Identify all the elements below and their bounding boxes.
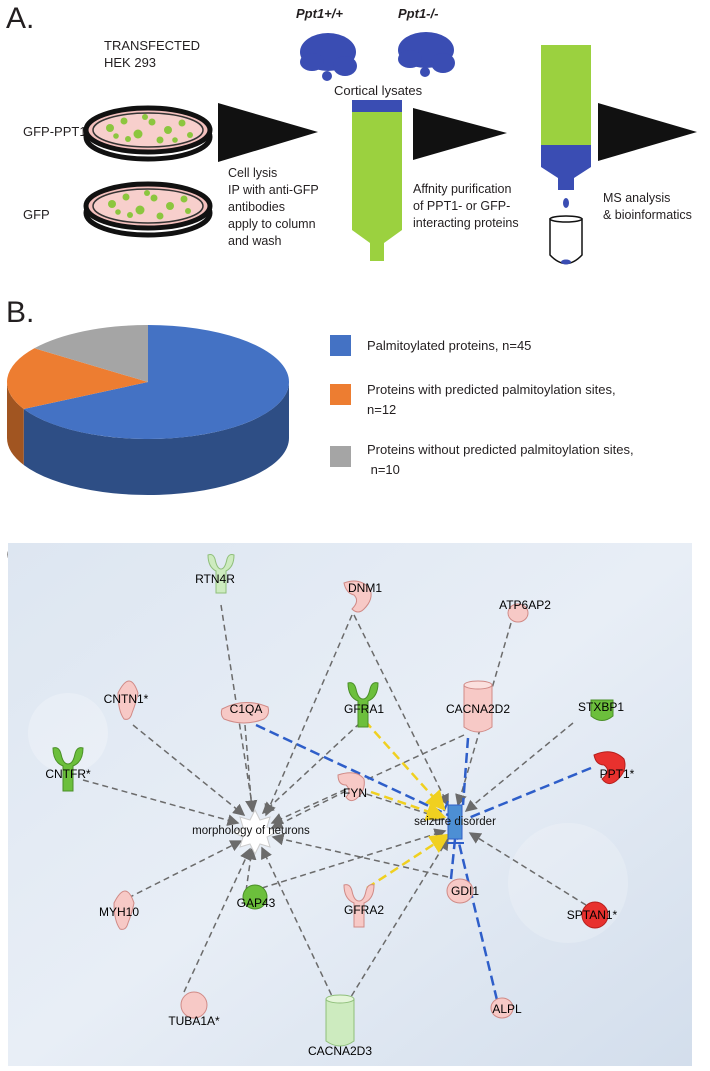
pie-depth: [7, 382, 289, 495]
petri-dish-gfp: [83, 181, 213, 238]
step2-text: Affnity purification of PPT1- or GFP- in…: [413, 181, 519, 232]
node-sptan1: SPTAN1*: [567, 901, 618, 929]
step2-line: interacting proteins: [413, 216, 519, 230]
step1-line: apply to column: [228, 217, 316, 231]
node-cacna2d2: CACNA2D2: [446, 680, 510, 733]
pie-depth-0: [23, 382, 289, 495]
legend-text: Palmitoylated proteins, n=45: [367, 338, 532, 353]
step3-text: MS analysis & bioinformatics: [603, 190, 692, 224]
node-label: CACNA2D3: [308, 1044, 372, 1058]
legend-text: n=10: [367, 462, 400, 477]
step1-line: IP with anti-GFP: [228, 183, 319, 197]
node-label: GDI1: [451, 884, 479, 898]
dish1-label: GFP-PPT1: [23, 124, 87, 139]
hub-morphology-of-neurons: morphology of neurons: [192, 808, 310, 856]
affinity-column-2: [541, 45, 591, 208]
node-label: TUBA1A*: [168, 1014, 220, 1028]
pie-slice-1: [7, 348, 149, 409]
node-alpl: ALPL: [490, 997, 522, 1019]
node-label: FYN: [343, 786, 367, 800]
node-label: CNTN1*: [104, 692, 149, 706]
node-label: C1QA: [230, 702, 263, 716]
arrow-3: [598, 103, 697, 161]
panel-b-label: B.: [6, 296, 35, 329]
node-cacna2d3: CACNA2D3: [308, 994, 372, 1058]
step1-line: antibodies: [228, 200, 285, 214]
brain-wt-icon: [300, 33, 357, 81]
step2-line: of PPT1- or GFP-: [413, 199, 511, 213]
node-cntn1: CNTN1*: [104, 680, 149, 720]
network-panel: morphology of neurons seizure disorder R…: [8, 543, 692, 1066]
pie-slice-2: [34, 325, 148, 382]
node-gap43: GAP43: [237, 884, 276, 910]
node-tuba1a: TUBA1A*: [168, 991, 220, 1028]
pie-depth-1: [7, 382, 24, 465]
node-ppt1: PPT1*: [593, 751, 635, 785]
edges-neurons: [82, 604, 465, 1014]
panel-a-graphics: [83, 32, 697, 265]
node-label: CNTFR*: [45, 767, 91, 781]
node-label: GFRA1: [344, 702, 384, 716]
node-atp6ap2: ATP6AP2: [499, 598, 551, 623]
genotype-wt-label: Ppt1+/+: [296, 6, 343, 21]
pie-slice-0: [23, 325, 289, 439]
transfected-label: TRANSFECTED HEK 293: [104, 37, 200, 71]
collection-tube-icon: [549, 215, 583, 265]
node-label: SPTAN1*: [567, 908, 618, 922]
legend-text: Proteins without predicted palmitoylatio…: [367, 442, 634, 457]
node-label: MYH10: [99, 905, 139, 919]
network-graph: morphology of neurons seizure disorder R…: [8, 543, 692, 1066]
node-cntfr: CNTFR*: [45, 747, 91, 792]
brain-ko-icon: [398, 32, 455, 77]
node-gfra2: GFRA2: [343, 884, 384, 928]
legend-swatch: [330, 446, 351, 467]
legend-text: n=12: [367, 402, 397, 417]
hub-seizure-disorder: seizure disorder: [414, 804, 496, 840]
step1-text: Cell lysis IP with anti-GFP antibodies a…: [228, 165, 319, 250]
node-label: GFRA2: [344, 903, 384, 917]
step3-line: MS analysis: [603, 191, 671, 205]
node-label: DNM1: [348, 581, 382, 595]
step2-line: Affnity purification: [413, 182, 512, 196]
step1-line: Cell lysis: [228, 166, 278, 180]
node-label: RTN4R: [195, 572, 235, 586]
node-gfra1: GFRA1: [344, 682, 384, 728]
legend-text: Proteins with predicted palmitoylation s…: [367, 382, 616, 397]
hub-seizure-label: seizure disorder: [414, 816, 496, 828]
node-gdi1: GDI1: [446, 878, 479, 904]
node-fyn: FYN: [337, 772, 367, 802]
pie-chart: [7, 325, 289, 495]
node-label: ALPL: [492, 1002, 522, 1016]
step3-line: & bioinformatics: [603, 208, 692, 222]
node-dnm1: DNM1: [343, 580, 382, 613]
arrow-1: [218, 103, 318, 162]
lysates-label: Cortical lysates: [334, 83, 423, 98]
affinity-column-1: [352, 100, 402, 261]
legend-swatch: [330, 335, 351, 356]
edges-blue: [255, 723, 592, 1001]
node-label: GAP43: [237, 896, 276, 910]
node-label: ATP6AP2: [499, 598, 551, 612]
genotype-ko-label: Ppt1-/-: [398, 6, 439, 21]
dish2-label: GFP: [23, 207, 50, 222]
node-stxbp1: STXBP1: [578, 699, 624, 721]
node-rtn4r: RTN4R: [195, 554, 235, 594]
node-label: PPT1*: [600, 767, 635, 781]
hub-neurons-label: morphology of neurons: [192, 825, 310, 837]
node-label: STXBP1: [578, 700, 624, 714]
edges-yellow: [364, 720, 451, 890]
legend-swatch: [330, 384, 351, 405]
node-c1qa: C1QA: [220, 702, 269, 724]
petri-dish-gfp-ppt1: [83, 105, 213, 162]
network-background: [8, 543, 692, 1066]
panel-a-label: A.: [6, 2, 35, 35]
node-label: CACNA2D2: [446, 702, 510, 716]
node-myh10: MYH10: [99, 890, 139, 930]
pie-slices: [7, 325, 289, 439]
transfected-line-2: HEK 293: [104, 55, 157, 70]
transfected-line-1: TRANSFECTED: [104, 38, 201, 53]
arrow-2: [413, 108, 507, 160]
step1-line: and wash: [228, 234, 282, 248]
